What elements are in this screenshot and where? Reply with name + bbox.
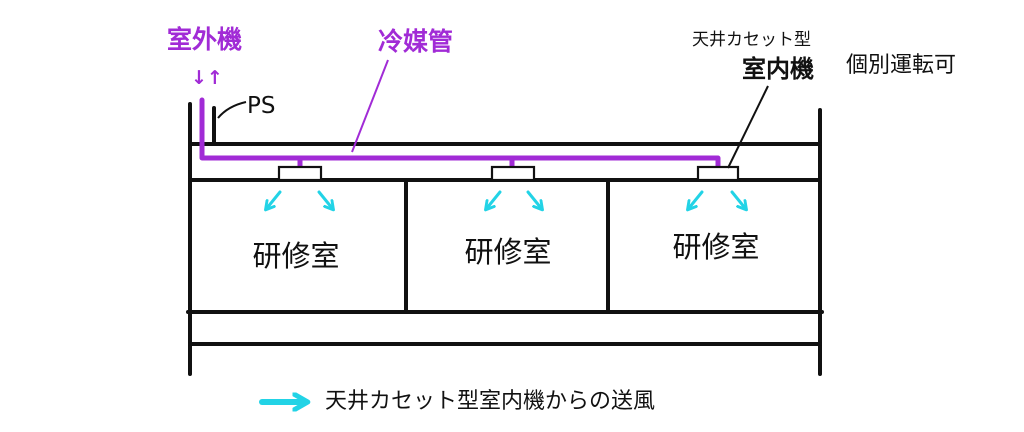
ceiling-cassette-type-label: 天井カセット型: [692, 30, 811, 50]
airflow-arrows: [267, 190, 745, 208]
indoor-unit-3: [696, 165, 740, 182]
outdoor-unit-label: 室外機: [167, 25, 242, 54]
airflow-arrow-room2-left: [487, 190, 502, 208]
ps-label: PS: [247, 93, 275, 119]
indoor-unit-1: [277, 165, 323, 182]
indoor-units: [277, 165, 740, 182]
airflow-arrow-room3-left: [689, 190, 704, 208]
refrigerant-pipe-label: 冷媒管: [378, 27, 453, 56]
indoor-unit-2: [490, 165, 536, 182]
airflow-arrow-room2-right: [526, 190, 541, 208]
indoor-unit-leader-line: [727, 85, 769, 169]
legend-text: 天井カセット型室内機からの送風: [325, 389, 655, 414]
room-label-3: 研修室: [672, 230, 759, 264]
up-down-arrows: ↓↑: [191, 67, 223, 89]
pipe-leader-line: [351, 59, 389, 153]
ps-leader-line: [217, 101, 247, 119]
room-label-1: 研修室: [252, 239, 339, 273]
individual-operation-label: 個別運転可: [846, 53, 956, 78]
airflow-arrow-room1-right: [317, 190, 332, 208]
airflow-arrow-room3-right: [730, 190, 745, 208]
refrigerant-pipe: [199, 97, 721, 173]
legend: 天井カセット型室内機からの送風: [259, 389, 655, 414]
airflow-arrow-room1-left: [267, 190, 282, 208]
room-label-2: 研修室: [464, 235, 551, 269]
indoor-unit-label: 室内機: [742, 55, 814, 83]
